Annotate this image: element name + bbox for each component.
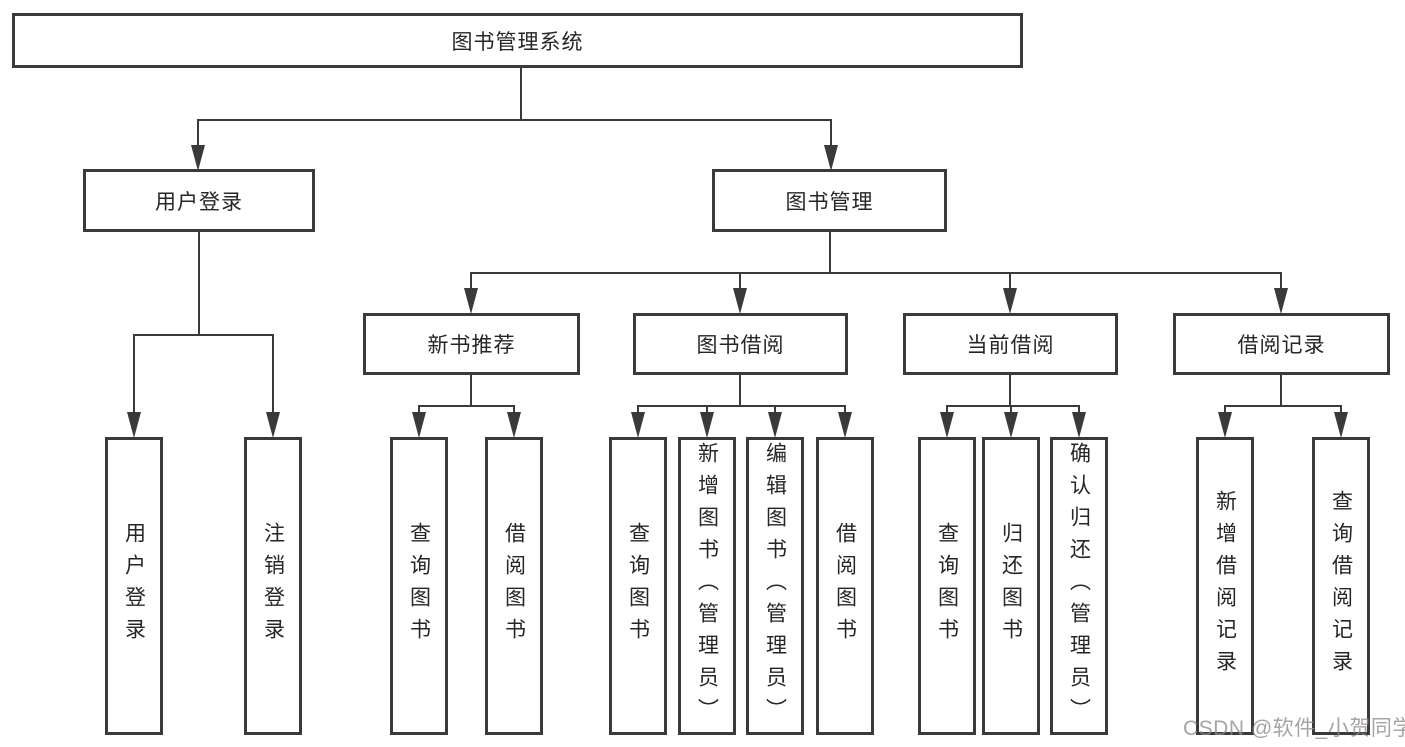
leaf-borrow-books-recommend-label: 借阅图书 [502,522,526,650]
leaf-query-books-recommend: 查询图书 [390,437,448,735]
leaf-return-books: 归还图书 [982,437,1040,735]
leaf-borrow-books-label: 借阅图书 [833,522,857,650]
node-new-book-recommend: 新书推荐 [363,313,580,375]
leaf-query-books-current: 查询图书 [918,437,976,735]
node-borrow-record: 借阅记录 [1173,313,1390,375]
leaf-borrow-books: 借阅图书 [816,437,874,735]
leaf-add-books-admin-label: 新增图书（管理员） [695,442,719,730]
leaf-return-books-label: 归还图书 [999,522,1023,650]
leaf-query-borrow-record: 查询借阅记录 [1312,437,1370,735]
node-book-borrow: 图书借阅 [633,313,848,375]
leaf-add-borrow-record: 新增借阅记录 [1196,437,1254,735]
leaf-edit-books-admin-label: 编辑图书（管理员） [763,442,787,730]
node-current-borrow: 当前借阅 [903,313,1118,375]
node-user-login: 用户登录 [83,169,315,232]
leaf-edit-books-admin: 编辑图书（管理员） [746,437,804,735]
leaf-borrow-books-recommend: 借阅图书 [485,437,543,735]
node-root-system: 图书管理系统 [12,13,1023,68]
leaf-query-books-recommend-label: 查询图书 [407,522,431,650]
leaf-query-books-borrow: 查询图书 [609,437,667,735]
node-book-management: 图书管理 [712,169,947,232]
leaf-confirm-return-admin: 确认归还（管理员） [1050,437,1108,735]
csdn-watermark: CSDN @软件_小贺同学 [1183,717,1405,740]
leaf-query-books-current-label: 查询图书 [935,522,959,650]
leaf-confirm-return-admin-label: 确认归还（管理员） [1067,442,1091,730]
leaf-add-books-admin: 新增图书（管理员） [678,437,736,735]
leaf-query-books-borrow-label: 查询图书 [626,522,650,650]
leaf-user-login-label: 用户登录 [122,522,146,650]
leaf-query-borrow-record-label: 查询借阅记录 [1329,490,1353,682]
leaf-user-login: 用户登录 [105,437,163,735]
leaf-add-borrow-record-label: 新增借阅记录 [1213,490,1237,682]
leaf-logout: 注销登录 [244,437,302,735]
leaf-logout-label: 注销登录 [261,522,285,650]
